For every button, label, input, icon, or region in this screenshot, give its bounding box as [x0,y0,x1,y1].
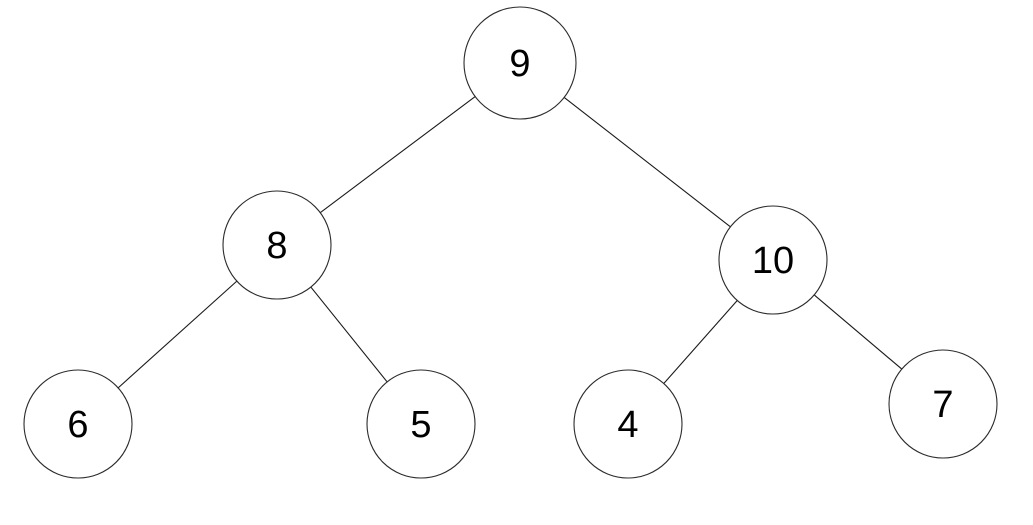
tree-node[interactable]: 6 [23,369,133,479]
tree-edge [310,286,388,383]
node-label: 6 [67,404,88,446]
tree-node[interactable]: 5 [366,369,476,479]
node-circle[interactable] [23,369,133,479]
node-circle[interactable] [888,349,998,459]
node-circle[interactable] [573,369,683,479]
node-label: 8 [266,225,287,267]
node-label: 10 [752,240,794,282]
tree-node[interactable]: 4 [573,369,683,479]
tree-edge [117,280,238,389]
node-label: 7 [932,384,953,426]
tree-node[interactable]: 8 [222,190,332,300]
node-label: 4 [617,404,638,446]
node-circle[interactable] [718,205,828,315]
edges-layer [117,96,903,389]
node-label: 5 [410,404,431,446]
tree-edge [319,96,476,214]
node-circle[interactable] [463,6,577,120]
node-circle[interactable] [366,369,476,479]
node-circle[interactable] [222,190,332,300]
nodes-layer: 9 8 10 6 5 4 7 [23,6,998,479]
tree-node[interactable]: 7 [888,349,998,459]
node-label: 9 [509,43,530,85]
tree-edge [813,294,903,370]
tree-edge [563,96,731,228]
tree-node[interactable]: 10 [718,205,828,315]
tree-edge [663,300,738,384]
tree-node[interactable]: 9 [463,6,577,120]
